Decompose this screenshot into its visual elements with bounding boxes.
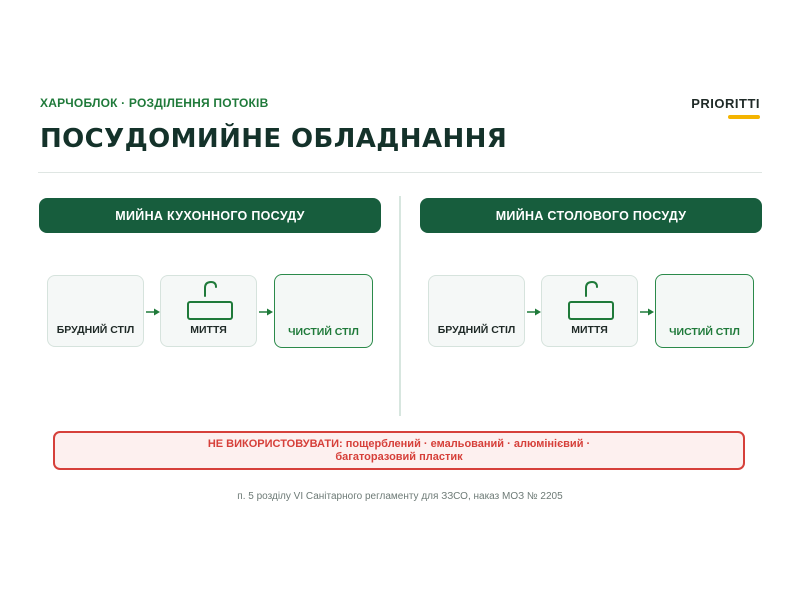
sink-icon: [568, 280, 614, 320]
section-eyebrow: ХАРЧОБЛОК · РОЗДІЛЕННЯ ПОТОКІВ: [40, 96, 269, 110]
step-dirty-table: БРУДНИЙ СТІЛ: [428, 275, 525, 347]
arrow-right-icon: [527, 308, 541, 316]
sink-icon: [187, 280, 233, 320]
warning-box: НЕ ВИКОРИСТОВУВАТИ: пощерблений · емальо…: [53, 431, 745, 470]
flow-diagram: БРУДНИЙ СТІЛ МИТТЯ ЧИСТИЙ СТІЛ: [428, 274, 754, 349]
panel-header: МИЙНА КУХОННОГО ПОСУДУ: [39, 198, 381, 233]
regulation-footnote: п. 5 розділу VI Санітарного регламенту д…: [237, 491, 563, 502]
arrow-right-icon: [259, 308, 273, 316]
step-washing: МИТТЯ: [541, 275, 638, 347]
step-label: ЧИСТИЙ СТІЛ: [288, 326, 359, 338]
arrow-right-icon: [640, 308, 654, 316]
panel-divider: [399, 196, 401, 416]
step-washing: МИТТЯ: [160, 275, 257, 347]
flow-diagram: БРУДНИЙ СТІЛ МИТТЯ ЧИСТИЙ СТІЛ: [47, 274, 373, 349]
brand-underline: [728, 115, 760, 119]
step-dirty-table: БРУДНИЙ СТІЛ: [47, 275, 144, 347]
page-title: ПОСУДОМИЙНЕ ОБЛАДНАННЯ: [40, 124, 508, 154]
step-label: БРУДНИЙ СТІЛ: [437, 324, 516, 336]
step-label: МИТТЯ: [190, 324, 227, 336]
step-label: МИТТЯ: [571, 324, 608, 336]
step-clean-table: ЧИСТИЙ СТІЛ: [274, 274, 373, 348]
title-divider: [38, 172, 762, 173]
step-label: ЧИСТИЙ СТІЛ: [669, 326, 740, 338]
warning-text-line-2: багаторазовий пластик: [335, 450, 463, 463]
brand-logo: PRIORITTI: [691, 96, 760, 119]
arrow-right-icon: [146, 308, 160, 316]
warning-text-line-1: НЕ ВИКОРИСТОВУВАТИ: пощерблений · емальо…: [207, 437, 591, 450]
panel-header: МИЙНА СТОЛОВОГО ПОСУДУ: [420, 198, 762, 233]
step-clean-table: ЧИСТИЙ СТІЛ: [655, 274, 754, 348]
panel-kitchen-dishwashing: МИЙНА КУХОННОГО ПОСУДУ БРУДНИЙ СТІЛ МИТТ…: [39, 198, 381, 348]
step-label: БРУДНИЙ СТІЛ: [56, 324, 135, 336]
brand-name: PRIORITTI: [691, 96, 760, 111]
panel-tableware-dishwashing: МИЙНА СТОЛОВОГО ПОСУДУ БРУДНИЙ СТІЛ МИТТ…: [420, 198, 762, 348]
